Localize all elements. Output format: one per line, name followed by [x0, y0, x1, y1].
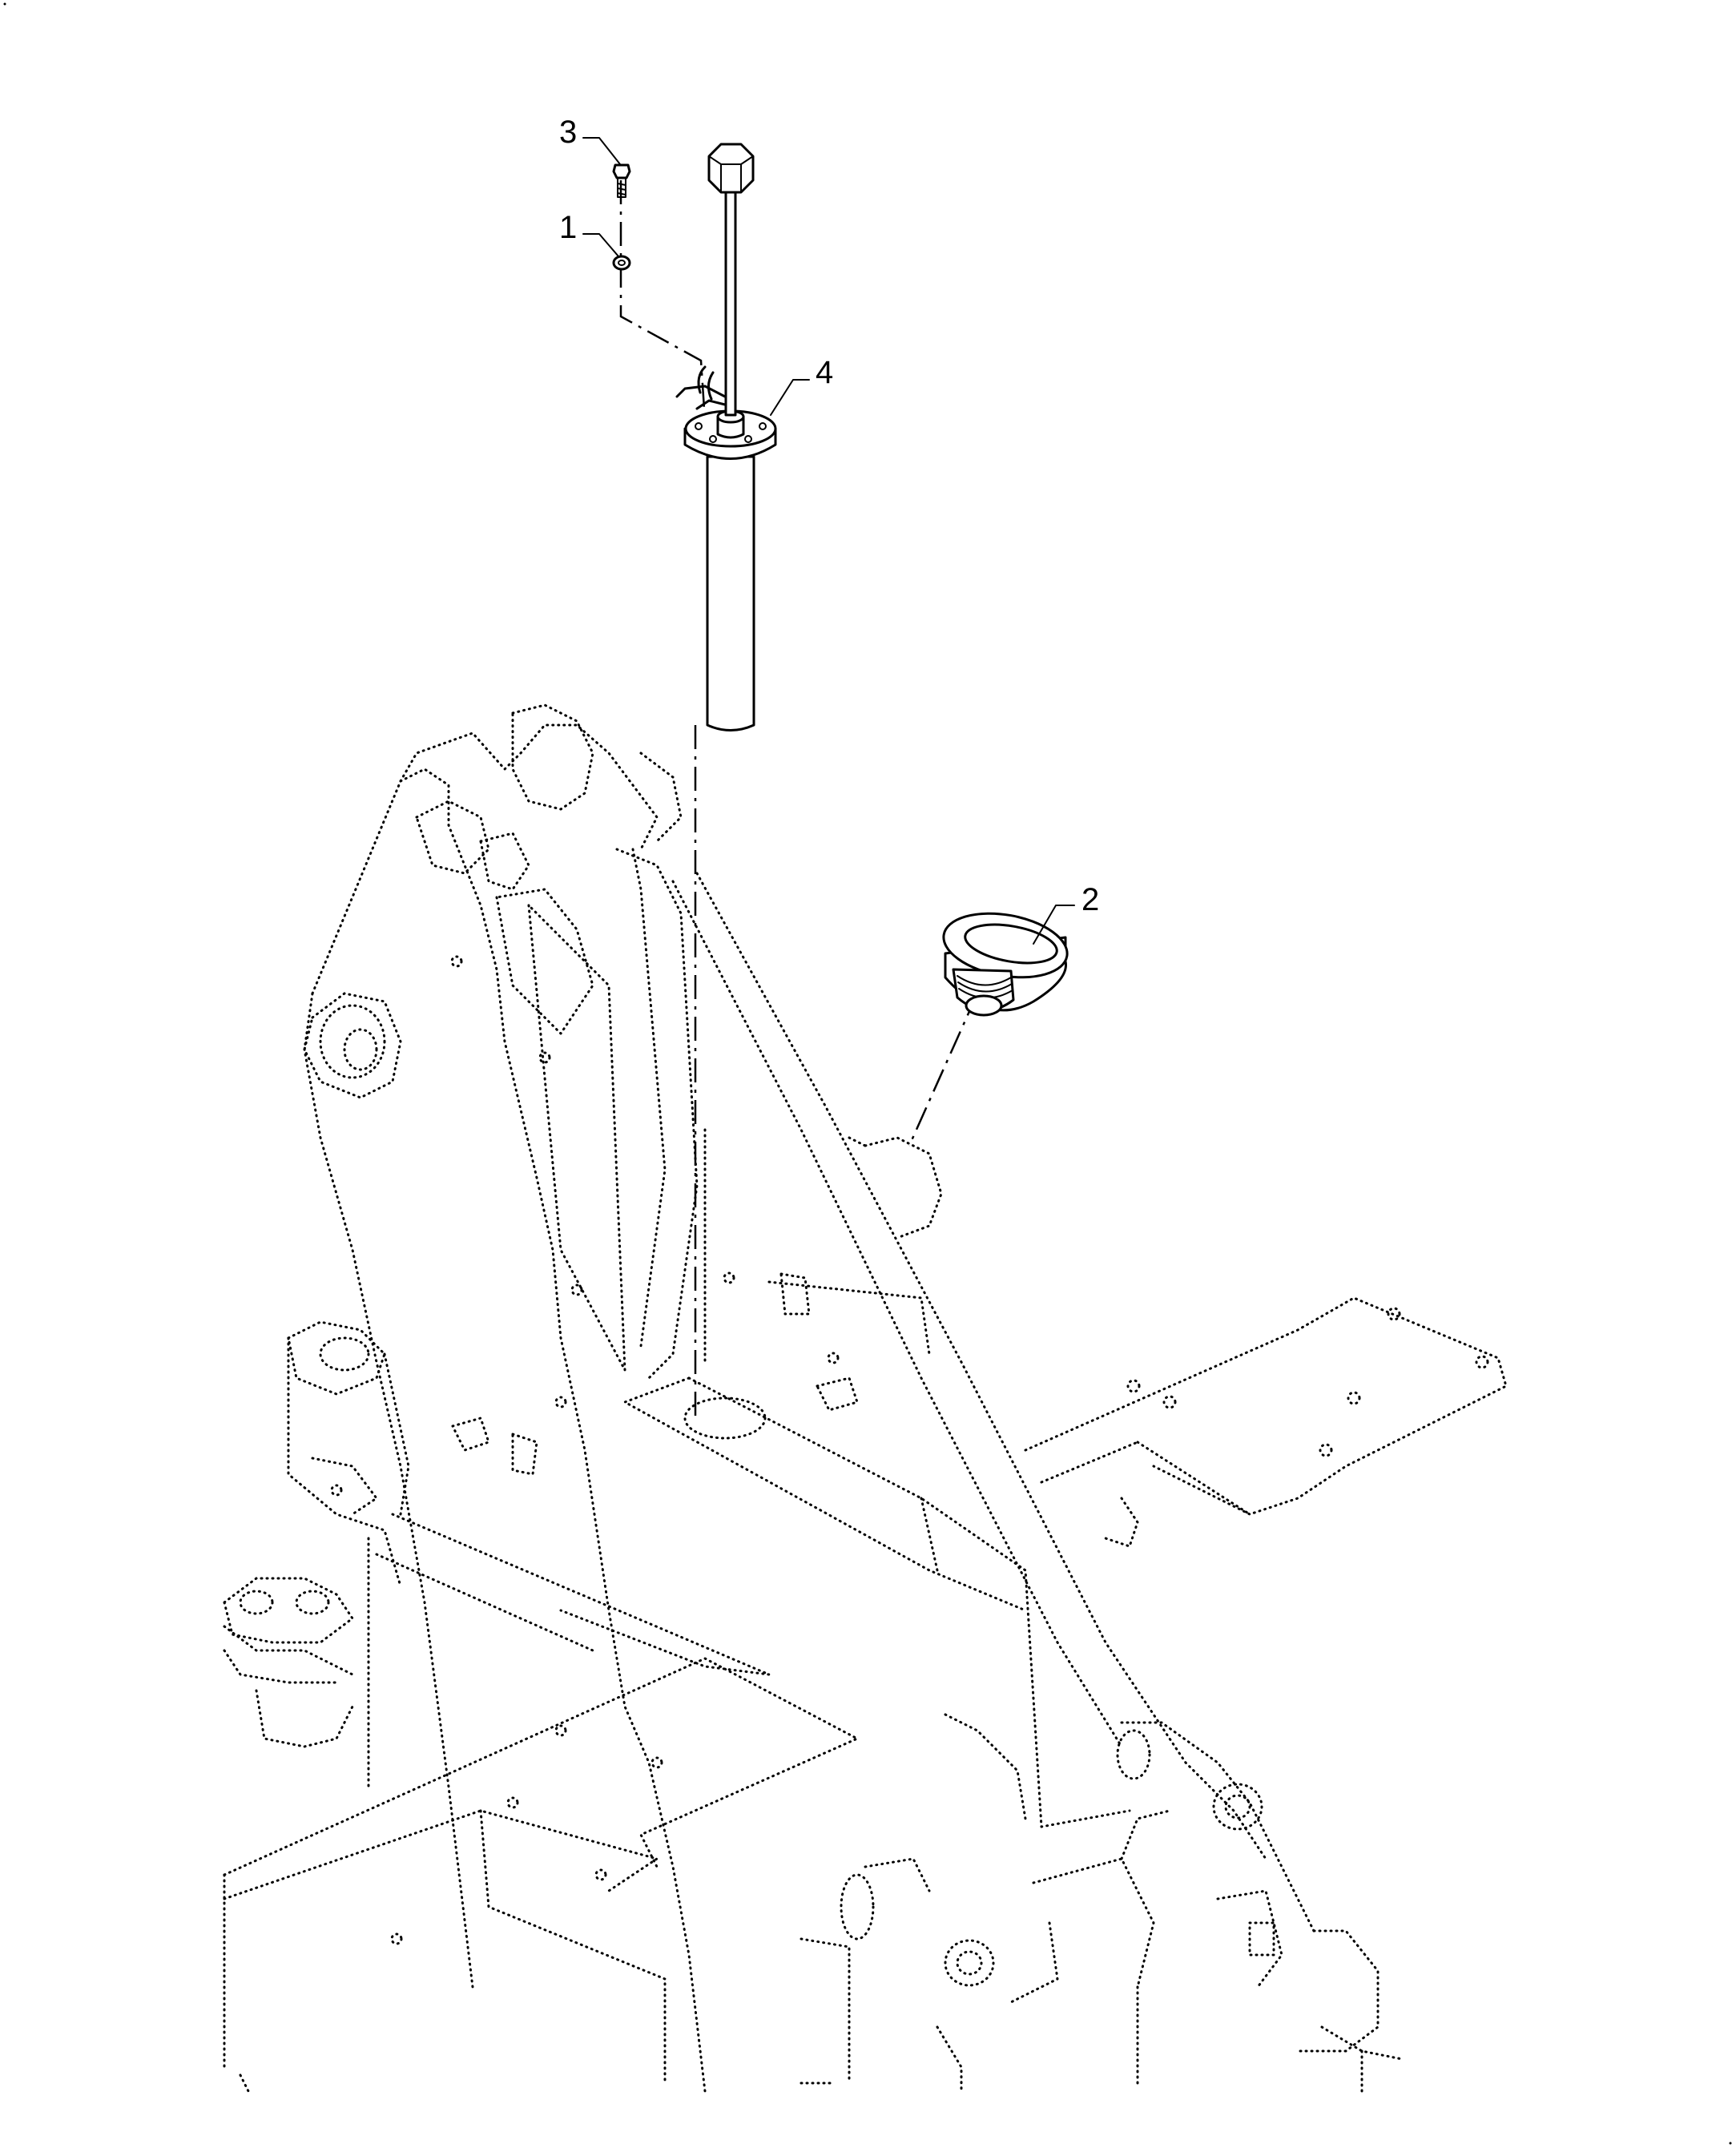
callout-leaders: [582, 137, 1075, 945]
centerline-cap: [908, 993, 979, 1147]
corner-mark-bottom-right: [1729, 2142, 1732, 2145]
part-filler-cap: [942, 912, 1069, 1017]
callout-label-1: 1: [559, 210, 577, 245]
leader-callout-2: [1033, 905, 1075, 945]
part-bolt: [612, 163, 631, 198]
leader-callout-3: [582, 137, 621, 165]
frame-assembly-outline: [223, 703, 1508, 2093]
callout-label-3: 3: [559, 115, 577, 150]
leader-callout-4: [770, 379, 810, 416]
leader-callout-1: [582, 233, 619, 257]
part-washer: [612, 255, 631, 271]
callout-labels: 3 1 4 2: [559, 115, 1099, 917]
centerline-washer-bolt: [619, 180, 707, 421]
callout-label-2: 2: [1081, 882, 1099, 917]
assembly-center-lines: [619, 180, 979, 1418]
callout-label-4: 4: [816, 355, 833, 390]
corner-mark-top-left: [3, 2, 6, 6]
part-dipstick-tube-assembly: [675, 143, 777, 731]
